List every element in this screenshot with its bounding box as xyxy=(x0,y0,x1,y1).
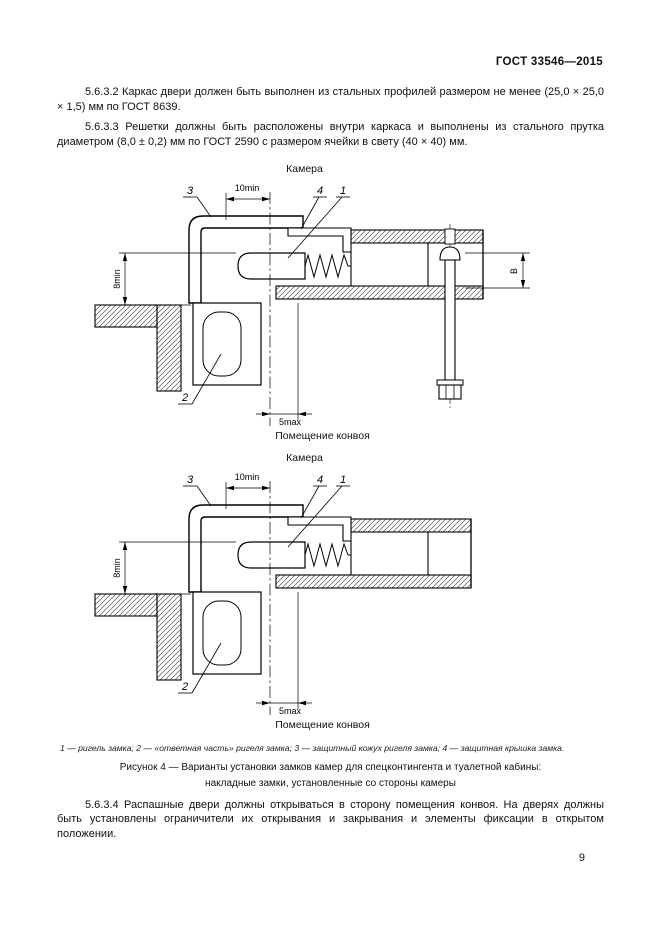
callout-4-label: 4 xyxy=(317,185,323,197)
dim-5max-label: 5max xyxy=(279,417,302,427)
callout-4-label: 4 xyxy=(317,474,323,486)
wall-section xyxy=(94,592,182,681)
strike-pocket xyxy=(202,311,242,376)
lock-drawing-2: 10min 8min 5max 3 xyxy=(94,472,472,716)
dim-10min-label: 10min xyxy=(235,183,260,193)
room-label-convoy: Помещение конвоя xyxy=(275,429,370,442)
dimension-8min: 8min xyxy=(112,252,236,305)
lock-bolt xyxy=(237,251,306,280)
bolt-hole xyxy=(444,228,456,244)
wall-member-vertical xyxy=(156,592,182,681)
callout-2: 2 xyxy=(178,642,222,693)
figure-caption: Рисунок 4 — Варианты установки замков ка… xyxy=(0,760,661,792)
door-top-rail xyxy=(350,517,472,533)
lock-cover-plate xyxy=(287,226,352,253)
paragraph-5-6-3-3: 5.6.3.3 Решетки должны быть расположены … xyxy=(57,121,604,148)
dimension-10min: 10min xyxy=(225,183,270,220)
lock-bolt xyxy=(237,540,306,569)
wall-section xyxy=(94,303,182,392)
callout-3: 3 xyxy=(183,185,212,217)
callout-3-label: 3 xyxy=(187,474,194,486)
room-label-camera: Камера xyxy=(286,451,323,464)
dimension-8min: 8min xyxy=(112,541,236,594)
lock-drawing-1: 10min 8min 5max xyxy=(94,183,530,427)
callout-2-label: 2 xyxy=(181,681,188,693)
paragraph-5-6-3-2: 5.6.3.2 Каркас двери должен быть выполне… xyxy=(57,86,604,113)
wall-member-horizontal xyxy=(94,592,158,617)
lock-spring xyxy=(304,541,351,568)
strike-assembly xyxy=(192,301,262,386)
through-bolt xyxy=(436,223,464,408)
hex-nut xyxy=(438,383,462,400)
lock-spring xyxy=(304,252,351,279)
figure-legend: 1 — ригель замка; 2 — «ответная часть» р… xyxy=(60,742,565,753)
dimension-5max: 5max xyxy=(256,591,312,716)
callout-2: 2 xyxy=(178,353,222,404)
door-top-rail xyxy=(350,228,484,244)
callout-1: 1 xyxy=(287,474,350,547)
wall-member-horizontal xyxy=(94,303,158,328)
door-bottom-rail xyxy=(275,573,472,589)
figure-caption-line1: Рисунок 4 — Варианты установки замков ка… xyxy=(119,761,542,773)
dimension-10min: 10min xyxy=(225,472,270,509)
dim-5max-label: 5max xyxy=(279,706,302,716)
callout-1-label: 1 xyxy=(340,474,346,486)
dim-B-label: В xyxy=(509,267,519,273)
callout-2-label: 2 xyxy=(181,392,188,404)
callout-4: 4 xyxy=(300,185,327,229)
figure-drawing-2: Камера xyxy=(0,452,661,731)
doc-number: ГОСТ 33546—2015 xyxy=(495,56,603,68)
callout-3-label: 3 xyxy=(187,185,194,197)
wall-member-vertical xyxy=(156,303,182,392)
dim-8min-label: 8min xyxy=(112,269,122,289)
figure-drawing-1: Камера xyxy=(0,163,661,442)
lock-cover-plate xyxy=(287,515,352,542)
bolt-shaft xyxy=(444,258,456,381)
strike-assembly xyxy=(192,590,262,675)
callout-4: 4 xyxy=(300,474,327,518)
callout-3: 3 xyxy=(183,474,212,506)
callout-1-label: 1 xyxy=(340,185,346,197)
callout-1: 1 xyxy=(287,185,350,258)
paragraph-5-6-3-4: 5.6.3.4 Распашные двери должны открывать… xyxy=(57,798,604,840)
room-label-camera: Камера xyxy=(286,162,323,175)
bolt-head xyxy=(439,245,461,261)
page-number: 9 xyxy=(578,852,585,864)
figure-caption-line2: накладные замки, установленные со сторон… xyxy=(205,777,456,789)
strike-pocket xyxy=(202,600,242,665)
bolt-washer xyxy=(436,379,464,385)
room-label-convoy: Помещение конвоя xyxy=(275,718,370,731)
dim-8min-label: 8min xyxy=(112,558,122,578)
dimension-5max: 5max xyxy=(256,302,312,427)
dimension-B: В xyxy=(465,252,530,288)
dim-10min-label: 10min xyxy=(235,472,260,482)
